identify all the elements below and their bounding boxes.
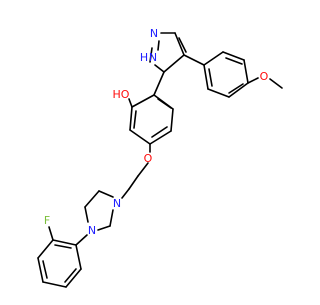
- pyrazole-n2-label: N: [150, 27, 158, 40]
- molecule-drawing: N H N O HO O N N F: [37, 27, 283, 288]
- ethoxy-linker: [121, 162, 149, 199]
- hydroxyphenyl-ring: [128, 71, 174, 153]
- pyrazole-h-label: H: [140, 51, 148, 64]
- ether-oxygen-label: O: [144, 152, 153, 165]
- piperazine-n4-label: N: [88, 224, 96, 237]
- fluorophenyl-ring: [37, 226, 88, 288]
- structure-canvas: N H N O HO O N N F: [37, 27, 283, 288]
- pyrazole-ring: [149, 32, 187, 73]
- piperazine-ring: [84, 190, 114, 231]
- methoxy-oxygen-label: O: [260, 70, 269, 83]
- fluorine-label: F: [44, 214, 50, 227]
- pyrazole-n1h-label: N: [149, 51, 157, 64]
- methoxyphenyl-ring: [183, 51, 283, 98]
- piperazine-n1-label: N: [113, 197, 121, 210]
- hydroxyl-label: HO: [113, 88, 130, 101]
